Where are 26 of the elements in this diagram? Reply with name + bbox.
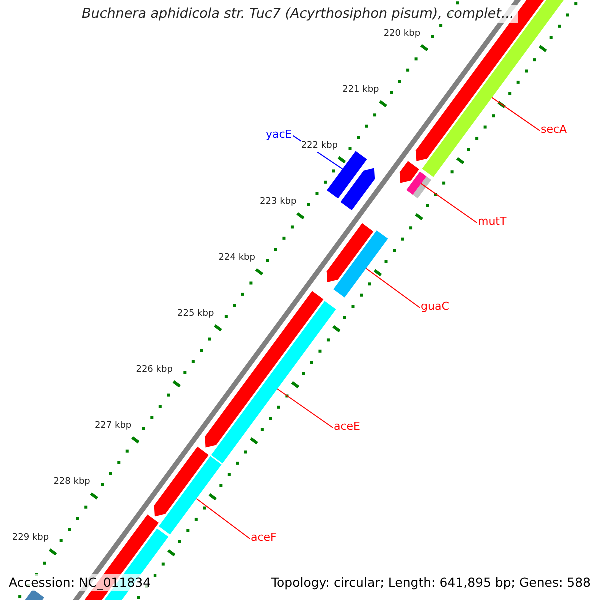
tick-label: 228 kbp: [54, 477, 90, 488]
gene-label: mutT: [478, 215, 507, 228]
tick-label: 229 kbp: [12, 533, 50, 544]
gene-label: yacE: [266, 128, 292, 142]
tick-label: 225 kbp: [178, 309, 214, 320]
gene-feature-bar: [406, 172, 427, 195]
tick-label: 220 kbp: [384, 28, 421, 40]
tick-label: 227 kbp: [94, 421, 132, 432]
gene-label: guaC: [421, 300, 450, 314]
tick-label: 223 kbp: [260, 197, 297, 208]
leader-line: [420, 183, 478, 224]
gene-label: secA: [541, 123, 568, 136]
gene-feature-bar: [334, 230, 388, 298]
leader-line: [492, 97, 540, 132]
accession-text: Accession: NC_011834: [6, 574, 154, 591]
tick-label: 221 kbp: [342, 84, 380, 96]
tick-label: 226 kbp: [136, 365, 173, 376]
leader-line: [196, 498, 250, 540]
gene-label: aceF: [251, 531, 277, 544]
leader-line: [366, 268, 420, 308]
tick-label: 224 kbp: [218, 253, 256, 264]
gene-label: aceE: [334, 420, 361, 434]
gene-feature-bar: [159, 456, 222, 535]
leader-line: [277, 388, 334, 428]
tick-label: 222 kbp: [301, 141, 338, 152]
gene-feature-bar: [327, 151, 368, 199]
